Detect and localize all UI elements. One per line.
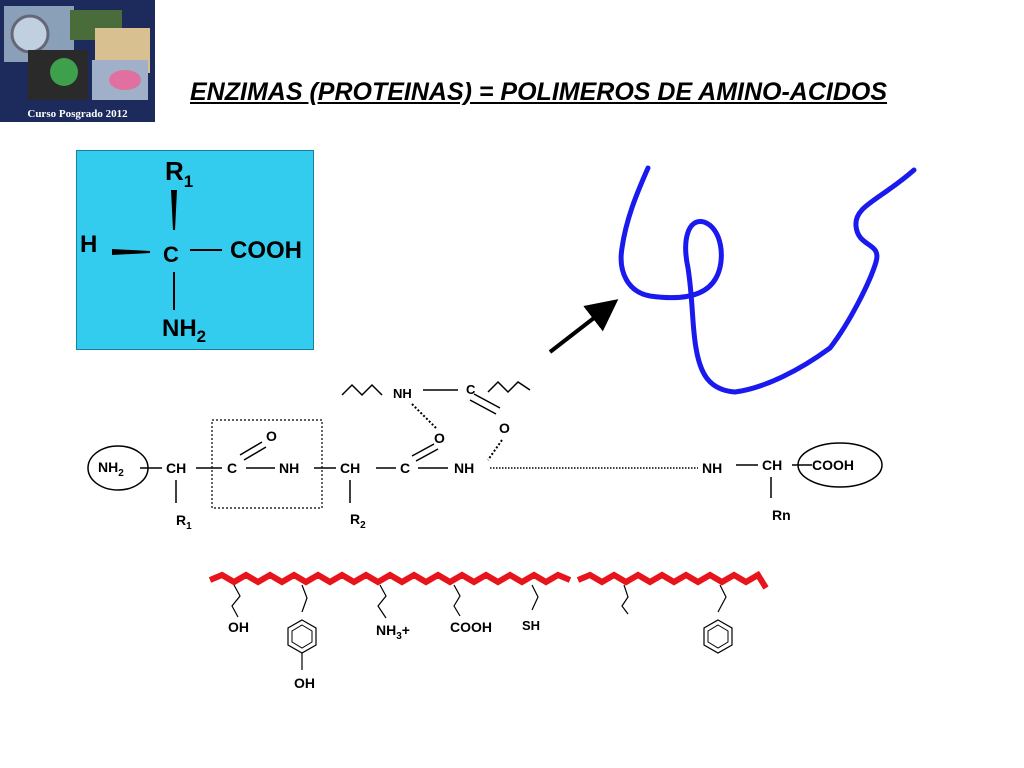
nh1-label: NH: [279, 460, 299, 476]
upper-double-bond-b: [473, 393, 501, 409]
o1-label: O: [266, 428, 277, 444]
upper-nh-label: NH: [393, 386, 412, 401]
amino-acid-structure: R1 H C COOH NH2: [80, 156, 302, 346]
side-chain-3-zigzag: [377, 584, 387, 619]
hydrogen-bond-1: [411, 403, 437, 429]
side-chain-4-zigzag: [453, 584, 461, 617]
backbone-zigzag-right: [576, 570, 769, 590]
aa-cooh-label: COOH: [230, 237, 302, 264]
slide-title: ENZIMAS (PROTEINAS) = POLIMEROS DE AMINO…: [190, 78, 888, 106]
phenol-ring-inner: [291, 624, 313, 649]
phenol-oh-label: OH: [294, 675, 315, 691]
aa-r1-label: R1: [165, 156, 193, 191]
peptide-bond-box: [211, 419, 323, 509]
upper-left-chain-zigzag: [341, 383, 383, 397]
arrow-to-folded-chain: [548, 299, 619, 354]
c2-double-bond-b: [415, 448, 439, 462]
side-chain-nh3-label: NH3+: [376, 622, 410, 642]
upper-o-label: O: [499, 420, 510, 436]
side-chain-5-zigzag: [531, 584, 539, 611]
aa-c-label: C: [163, 242, 179, 267]
side-chain-6-zigzag: [621, 584, 629, 615]
logo-collage-image: [0, 0, 155, 122]
rn-label: Rn: [772, 507, 791, 523]
c1-double-bond-a: [239, 441, 263, 456]
course-logo: Curso Posgrado 2012: [0, 0, 155, 122]
cooh-label: COOH: [812, 457, 854, 473]
folded-protein-coil: [618, 165, 917, 395]
peptide-chain: NH C O NH2 CH R1 C O NH CH R2 C O: [87, 380, 883, 532]
r1-label: R1: [176, 512, 192, 532]
aa-nh2-label: NH2: [162, 315, 206, 346]
aa-wedge-bond-left: [112, 249, 150, 255]
aa-h-label: H: [80, 231, 97, 258]
upper-right-chain-zigzag: [487, 380, 531, 394]
c-terminus-circle: [797, 442, 883, 488]
side-chain-7-zigzag: [717, 584, 727, 613]
side-chain-2-zigzag: [301, 584, 308, 613]
nh2-label: NH2: [98, 459, 124, 479]
benzene-ring: [703, 619, 733, 654]
backbone-side-chain-diagram: OH OH NH3+ COOH SH: [208, 570, 769, 691]
r2-label: R2: [350, 511, 366, 531]
aa-wedge-bond-up: [171, 190, 177, 230]
c2-double-bond-a: [411, 443, 435, 457]
logo-caption: Curso Posgrado 2012: [27, 108, 128, 120]
nh3-label: NH: [702, 460, 722, 476]
upper-c-label: C: [466, 382, 476, 397]
ch3-label: CH: [762, 457, 782, 473]
c2-label: C: [400, 460, 410, 476]
c1-label: C: [227, 460, 237, 476]
c1-double-bond-b: [243, 446, 267, 461]
hydrogen-bond-2: [487, 439, 503, 461]
benzene-ring-inner: [707, 624, 729, 649]
ch2-label: CH: [340, 460, 360, 476]
upper-double-bond-a: [469, 399, 497, 415]
side-chain-1-zigzag: [231, 584, 241, 618]
nh2b-label: NH: [454, 460, 474, 476]
backbone-zigzag-left: [208, 571, 572, 586]
side-chain-oh-label: OH: [228, 619, 249, 635]
o2-label: O: [434, 430, 445, 446]
side-chain-cooh-label: COOH: [450, 619, 492, 635]
ch1-label: CH: [166, 460, 186, 476]
side-chain-sh-label: SH: [522, 618, 540, 633]
